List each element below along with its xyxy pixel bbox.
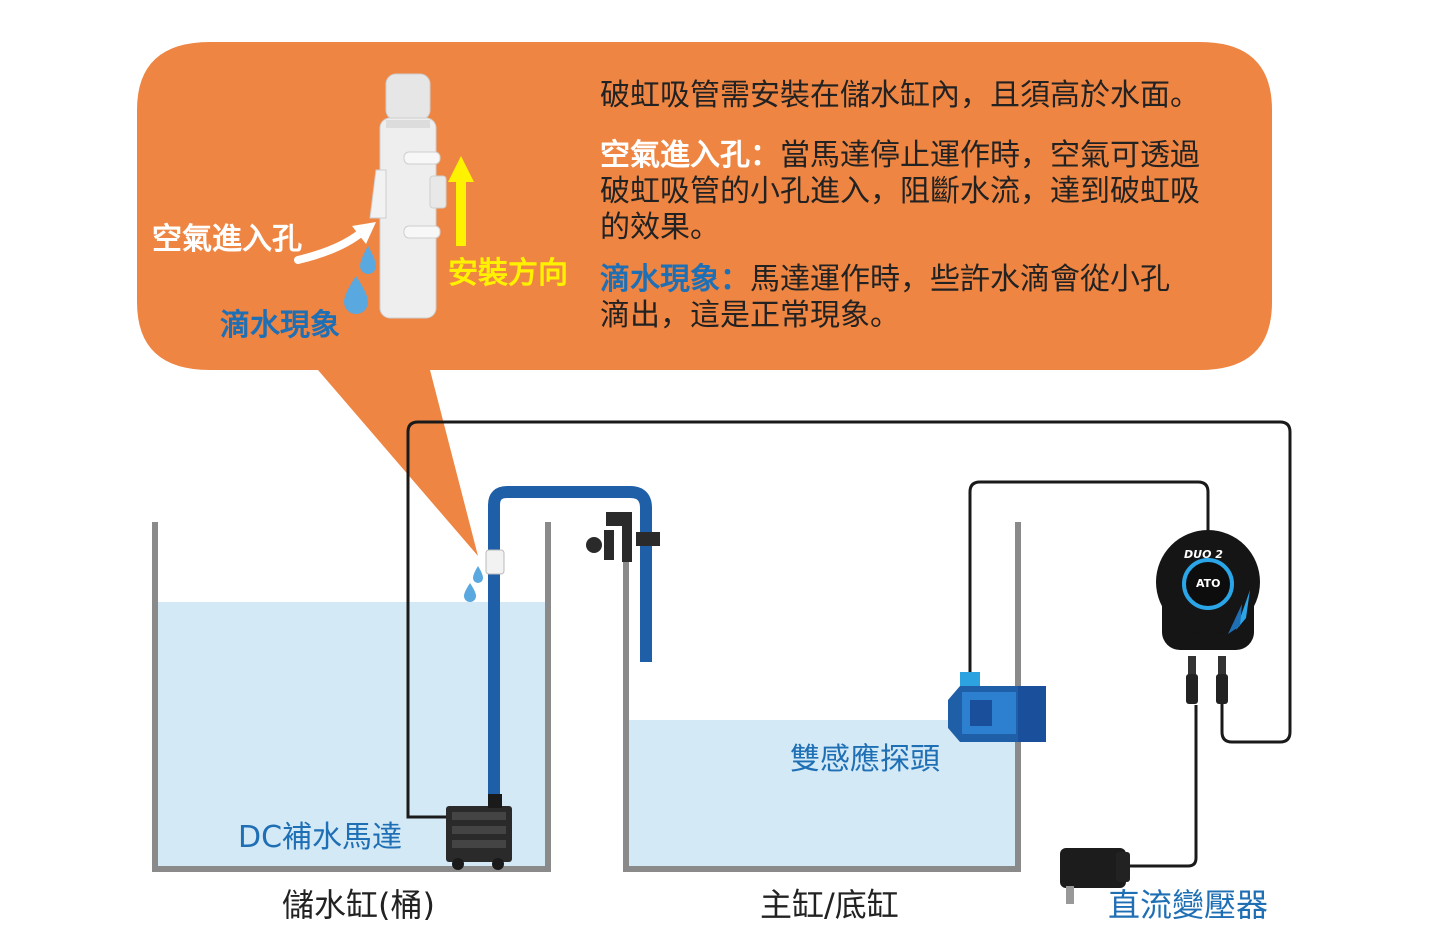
air-hole-text-3: 的效果。 bbox=[600, 210, 720, 245]
controller-brand: DUO 2 bbox=[1184, 548, 1223, 561]
pump-cable bbox=[406, 420, 1292, 819]
label-air-hole: 空氣進入孔 bbox=[152, 222, 302, 257]
callout-drip: 滴水現象：馬達運作時，些許水滴會從小孔 bbox=[600, 262, 1170, 298]
label-drip: 滴水現象 bbox=[220, 308, 340, 343]
sensor-cable bbox=[968, 480, 1210, 680]
air-hole-text-1: 當馬達停止運作時，空氣可透過 bbox=[780, 138, 1200, 173]
label-pump: DC補水馬達 bbox=[238, 820, 403, 855]
label-reservoir: 儲水缸(桶) bbox=[282, 886, 435, 924]
water-drop-icon bbox=[473, 566, 483, 583]
power-adapter bbox=[1060, 848, 1130, 904]
water-drop-icon bbox=[464, 583, 476, 602]
label-install-direction: 安裝方向 bbox=[448, 256, 568, 291]
water-drop-icon bbox=[344, 276, 368, 314]
controller-center-label: ATO bbox=[1196, 577, 1221, 590]
drip-title: 滴水現象： bbox=[600, 262, 750, 297]
drip-text-1: 馬達運作時，些許水滴會從小孔 bbox=[750, 262, 1170, 297]
main-tank-water bbox=[626, 720, 1018, 869]
callout-line-install: 破虹吸管需安裝在儲水缸內，且須高於水面。 bbox=[600, 78, 1200, 113]
air-hole-text-2: 破虹吸管的小孔進入，阻斷水流，達到破虹吸 bbox=[600, 174, 1200, 209]
water-drop-icon bbox=[360, 246, 376, 274]
label-adapter: 直流變壓器 bbox=[1108, 886, 1269, 924]
air-inflow-arrow bbox=[294, 228, 366, 264]
anti-siphon-tube-illustration bbox=[369, 73, 447, 319]
dc-pump bbox=[446, 794, 512, 870]
label-main-tank: 主缸/底缸 bbox=[760, 886, 899, 924]
callout-air-hole: 空氣進入孔：當馬達停止運作時，空氣可透過 bbox=[600, 138, 1200, 174]
label-sensor: 雙感應探頭 bbox=[790, 742, 940, 777]
reservoir-tank bbox=[152, 522, 551, 872]
duo2-controller bbox=[1156, 530, 1260, 704]
tube-holder-clip bbox=[586, 512, 660, 562]
install-direction-arrow bbox=[448, 156, 474, 246]
drip-text-2: 滴出，這是正常現象。 bbox=[600, 298, 900, 333]
water-tube bbox=[488, 486, 652, 808]
dual-sensor-probe bbox=[948, 672, 1046, 742]
adapter-cable bbox=[1128, 705, 1198, 868]
air-hole-title: 空氣進入孔： bbox=[600, 138, 780, 173]
anti-siphon-tube bbox=[485, 549, 505, 575]
